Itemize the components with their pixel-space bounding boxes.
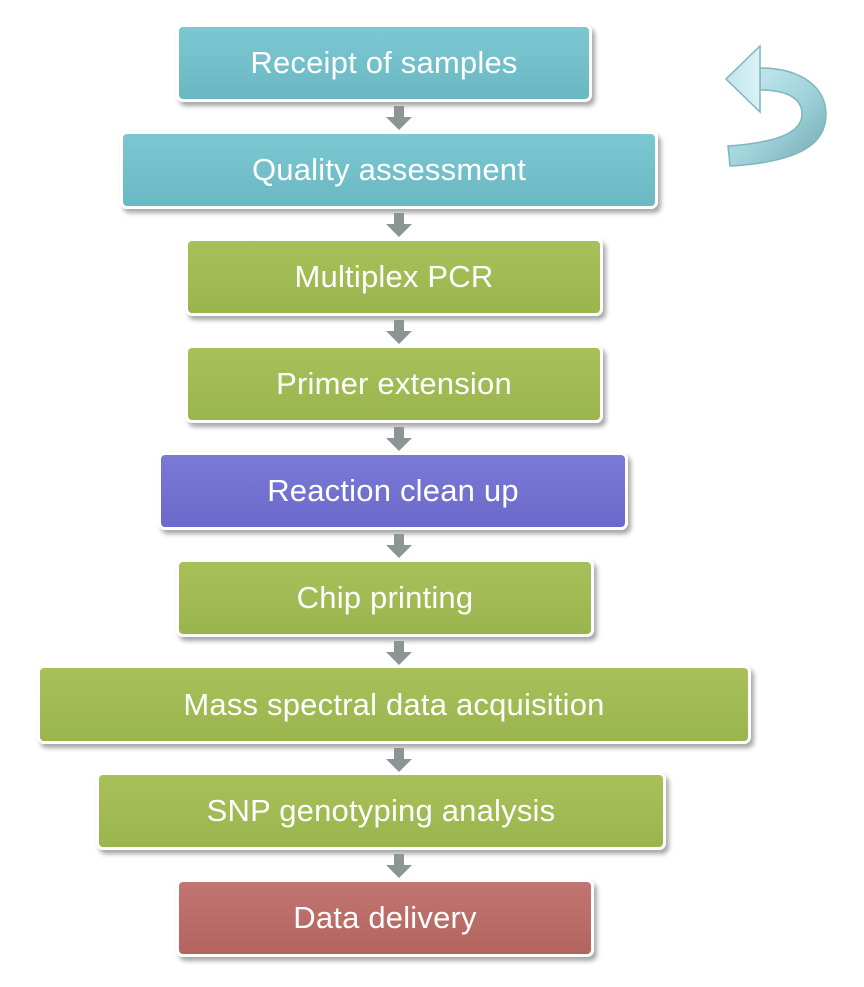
step-label: Mass spectral data acquisition — [183, 686, 605, 722]
down-arrow-icon — [386, 854, 412, 878]
step-label: SNP genotyping analysis — [206, 793, 556, 828]
step-label: Data delivery — [293, 900, 477, 935]
step-label: Quality assessment — [251, 152, 527, 187]
down-arrow-icon — [386, 106, 412, 130]
step-data-delivery: Data delivery — [176, 879, 594, 957]
down-arrow-icon — [386, 427, 412, 451]
step-reaction-clean-up: Reaction clean up — [158, 452, 628, 530]
step-label: Multiplex PCR — [294, 259, 494, 294]
step-label: Reaction clean up — [267, 473, 519, 508]
step-primer-extension: Primer extension — [185, 345, 603, 423]
down-arrow-icon — [386, 320, 412, 344]
curved-arrow-icon — [724, 44, 827, 167]
step-label: Primer extension — [276, 366, 512, 401]
step-chip-printing: Chip printing — [176, 559, 594, 637]
down-arrow-icon — [386, 748, 412, 772]
step-snp-genotyping-analysis: SNP genotyping analysis — [96, 772, 666, 850]
step-quality-assessment: Quality assessment — [120, 131, 658, 209]
step-label: Chip printing — [296, 580, 474, 615]
step-mass-spectral-data-acquisition: Mass spectral data acquisition — [37, 665, 751, 744]
down-arrow-icon — [386, 534, 412, 558]
down-arrow-icon — [386, 641, 412, 665]
step-multiplex-pcr: Multiplex PCR — [185, 238, 603, 316]
step-receipt-of-samples: Receipt of samples — [176, 24, 592, 102]
step-label: Receipt of samples — [250, 45, 518, 80]
down-arrow-icon — [386, 213, 412, 237]
